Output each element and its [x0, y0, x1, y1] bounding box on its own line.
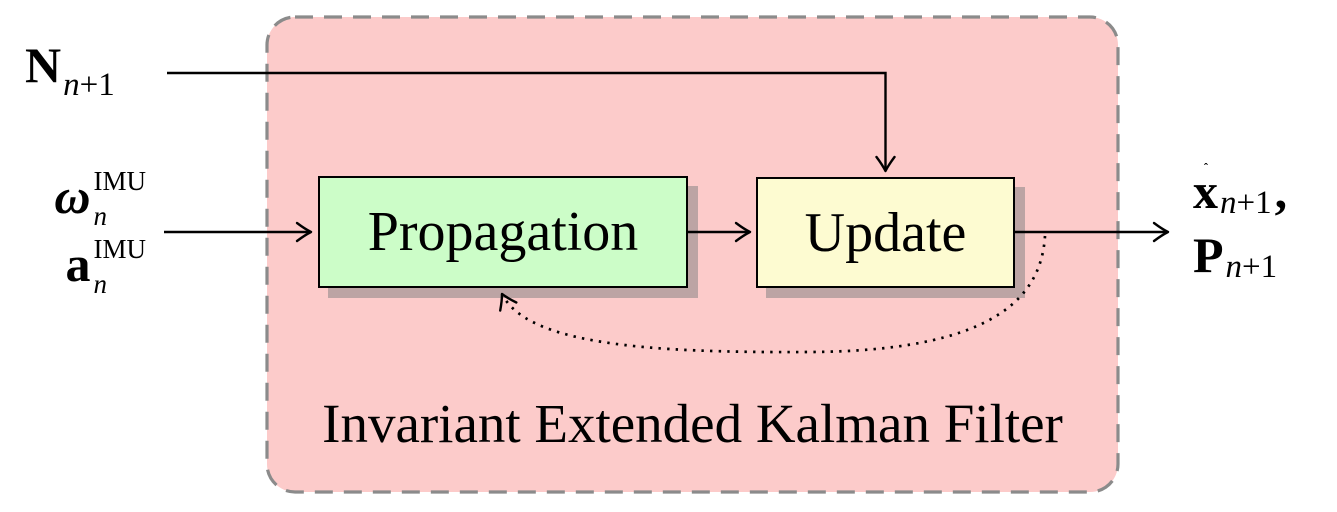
gyro-input-row: ω IMU n	[54, 165, 147, 231]
gyro-symbol: ω	[54, 168, 91, 224]
accel-scripts: IMU n	[93, 234, 147, 299]
measurement-input-label: Nn+1	[25, 37, 115, 101]
measurement-subscript: n+1	[63, 66, 115, 103]
accel-symbol: a	[65, 236, 91, 292]
measurement-symbol: N	[25, 37, 62, 93]
measurement-signal-line	[167, 71, 896, 173]
hat-accent: ˆ	[1203, 160, 1209, 175]
state-subscript: n+1	[1220, 185, 1272, 222]
iekf-title: Invariant Extended Kalman Filter	[322, 393, 1063, 454]
update-block: Update	[756, 177, 1015, 288]
update-label: Update	[804, 201, 967, 264]
propagation-label: Propagation	[367, 201, 639, 263]
covariance-symbol: P	[1193, 227, 1224, 283]
imu-input-label: ω IMU n a IMU n	[0, 165, 147, 299]
state-comma: ,	[1274, 163, 1288, 219]
covariance-subscript: n+1	[1225, 249, 1278, 286]
gyro-scripts: IMU n	[93, 166, 147, 231]
propagation-block: Propagation	[318, 176, 688, 288]
feedback-dotted-arrow	[499, 235, 1047, 354]
accel-input-row: a IMU n	[65, 233, 147, 299]
